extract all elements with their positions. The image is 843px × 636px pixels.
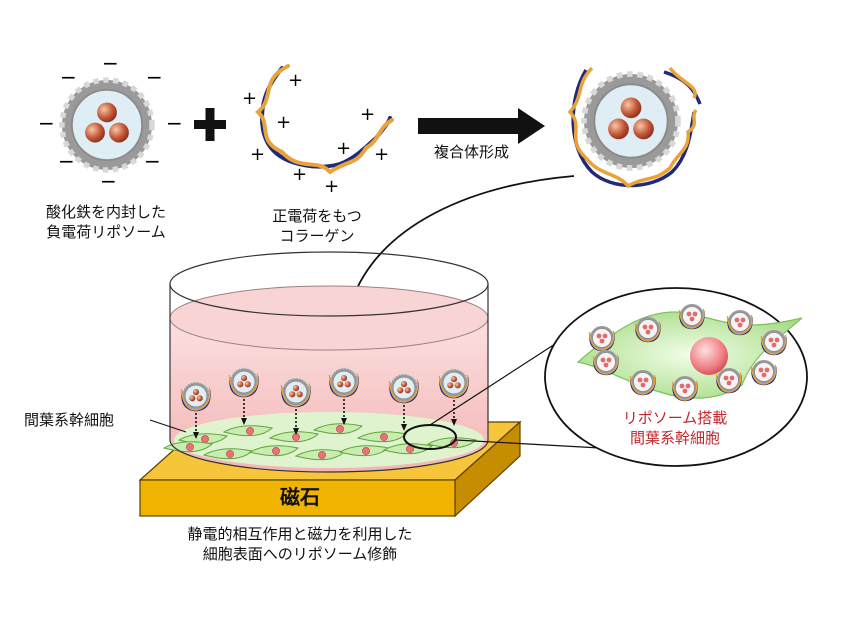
zoom-line: [429, 332, 573, 426]
complex-particle: [388, 373, 419, 404]
liposome-label-line2: 負電荷リポソーム: [46, 223, 166, 241]
msc-pointer: [149, 419, 187, 433]
loaded-msc-label-line1: リポソーム搭載: [622, 409, 728, 427]
stem-cell: [312, 423, 364, 435]
complex-particle: [438, 368, 469, 399]
plus-sign: +: [242, 88, 257, 109]
caption: 静電的相互作用と磁力を利用した 細胞表面へのリポソーム修飾: [150, 524, 450, 564]
plus-sign: +: [360, 104, 375, 125]
minus-sign: −: [38, 111, 55, 135]
loaded-liposome: [629, 370, 656, 396]
plus-sign: +: [292, 164, 307, 185]
plus-operator: [194, 108, 226, 141]
minus-sign: −: [60, 65, 77, 89]
complex-formation-label: 複合体形成: [434, 143, 510, 161]
plus-charges: + + + + + + + + +: [242, 70, 389, 197]
collagen-label-line2: コラーゲン: [279, 227, 355, 245]
loaded-liposome: [678, 304, 705, 330]
minus-sign: −: [100, 169, 117, 193]
minus-sign: −: [144, 149, 161, 173]
loaded-liposome: [634, 317, 661, 343]
msc-label: 間葉系幹細胞: [24, 411, 115, 429]
loaded-liposome: [715, 368, 742, 394]
stem-cell: [248, 445, 300, 457]
collagen-label-line1: 正電荷をもつ: [272, 207, 362, 225]
stem-cell: [294, 449, 346, 461]
minus-sign: −: [166, 111, 183, 135]
zoom-bubble: [544, 287, 808, 467]
plus-sign: +: [324, 176, 339, 197]
liposome-label: 酸化鉄を内封した 負電荷リポソーム: [36, 202, 176, 242]
loaded-liposome: [671, 376, 698, 402]
complex-particle: [328, 367, 359, 398]
collagen-label: 正電荷をもつ コラーゲン: [254, 206, 380, 246]
collagen-strand: [254, 64, 394, 175]
stem-cell: [356, 431, 408, 443]
minus-sign: −: [146, 65, 163, 89]
loaded-liposome: [592, 350, 619, 376]
minus-sign: −: [102, 51, 119, 75]
loaded-msc-label-line2: 間葉系幹細胞: [629, 429, 720, 447]
plus-sign: +: [374, 144, 389, 165]
liposome-label-line1: 酸化鉄を内封した: [45, 203, 166, 221]
complex-particle: [280, 377, 311, 408]
magnet-label: 磁石: [280, 485, 320, 509]
caption-line2: 細胞表面へのリポソーム修飾: [202, 545, 398, 563]
plus-sign: +: [250, 144, 265, 165]
plus-sign: +: [288, 70, 303, 91]
negative-liposome: [59, 77, 155, 173]
minus-charges: − − − − − − − −: [38, 51, 183, 193]
loaded-liposome: [760, 330, 787, 356]
falling-complexes: [180, 367, 469, 439]
plus-sign: +: [276, 112, 291, 133]
culture-dish: [162, 251, 489, 473]
stem-cell: [268, 431, 320, 443]
complex-particle: [228, 367, 259, 398]
liposome-collagen-complex: [581, 71, 681, 171]
stem-cell: [177, 433, 229, 445]
loaded-msc-label: リポソーム搭載 間葉系幹細胞: [600, 408, 750, 448]
loaded-liposome: [726, 310, 753, 336]
plus-sign: +: [336, 138, 351, 159]
complex-formation-arrow: [418, 108, 545, 144]
caption-line1: 静電的相互作用と磁力を利用した: [187, 525, 413, 543]
loaded-liposome: [588, 326, 615, 352]
stem-cell: [222, 425, 274, 437]
complex-collagen-wrap: [567, 66, 702, 189]
minus-sign: −: [58, 149, 75, 173]
complex-particle: [180, 381, 211, 412]
stem-cell: [382, 443, 434, 455]
loaded-liposome: [750, 360, 777, 386]
